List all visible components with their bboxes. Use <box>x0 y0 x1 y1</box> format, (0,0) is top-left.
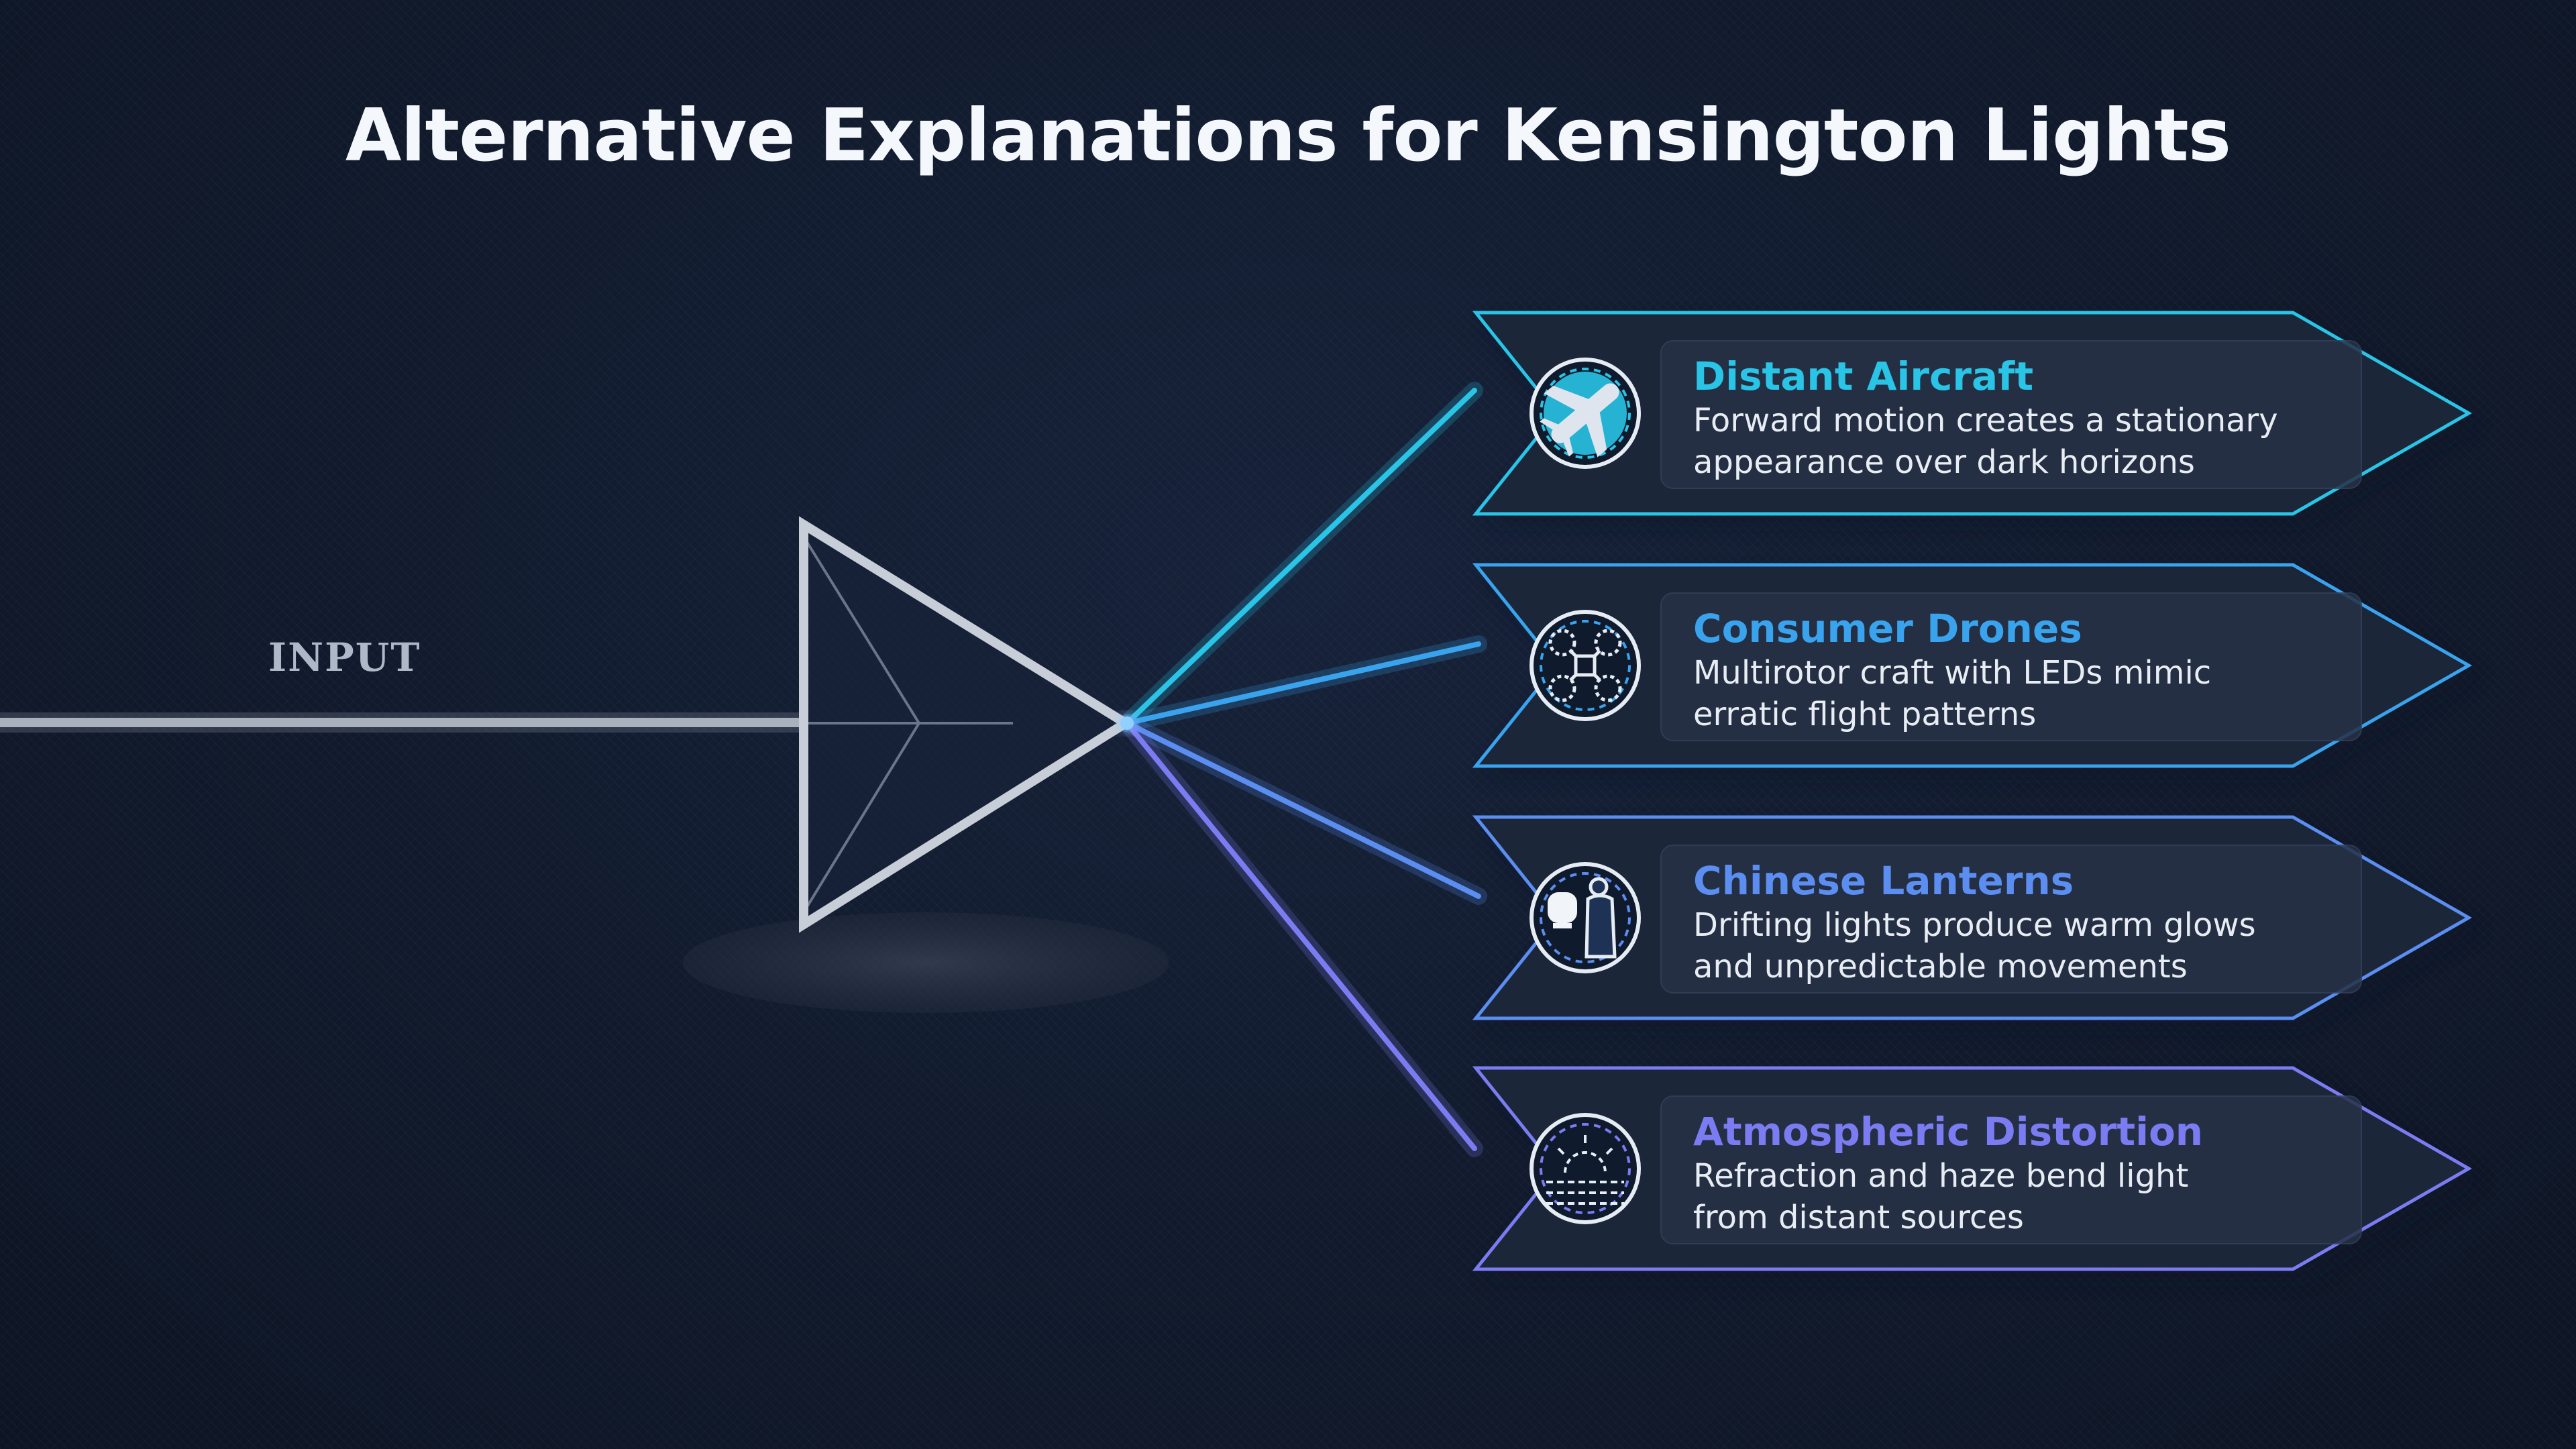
ray-1 <box>1124 388 1477 726</box>
card-title: Consumer Drones <box>1693 606 2082 651</box>
card-text-panel <box>1660 592 2362 741</box>
card-text-panel <box>1660 1095 2362 1244</box>
ray-4 <box>1124 720 1477 1151</box>
prism <box>799 516 1135 933</box>
airplane-icon <box>1529 358 1641 469</box>
card-description: Drifting lights produce warm glows and u… <box>1693 906 2256 985</box>
explanation-card-4 <box>1472 1066 2478 1280</box>
output-rays <box>1118 382 1487 1157</box>
card-description: Forward motion creates a stationary appe… <box>1693 402 2278 481</box>
card-title: Chinese Lanterns <box>1693 858 2074 904</box>
card-description: Multirotor craft with LEDs mimic erratic… <box>1693 654 2212 733</box>
prism-shadow <box>683 912 1169 1013</box>
explanation-card-2 <box>1472 563 2478 777</box>
drone-icon <box>1529 610 1641 721</box>
explanation-card-1 <box>1472 311 2478 525</box>
card-title: Atmospheric Distortion <box>1693 1109 2204 1155</box>
lantern-icon <box>1529 862 1641 973</box>
explanation-card-3 <box>1472 815 2478 1029</box>
card-text-panel <box>1660 340 2362 489</box>
explanation-cards <box>1472 311 2478 1280</box>
card-text-panel <box>1660 845 2362 994</box>
card-description: Refraction and haze bend light from dist… <box>1693 1157 2189 1236</box>
input-beam <box>0 718 805 727</box>
ray-2 <box>1124 641 1481 726</box>
card-title: Distant Aircraft <box>1693 354 2034 399</box>
page-title: Alternative Explanations for Kensington … <box>345 94 2231 178</box>
ray-3 <box>1124 720 1481 899</box>
horizon-haze-icon <box>1529 1113 1641 1224</box>
prism-exit-point <box>1120 716 1134 730</box>
input-label: INPUT <box>268 635 421 680</box>
